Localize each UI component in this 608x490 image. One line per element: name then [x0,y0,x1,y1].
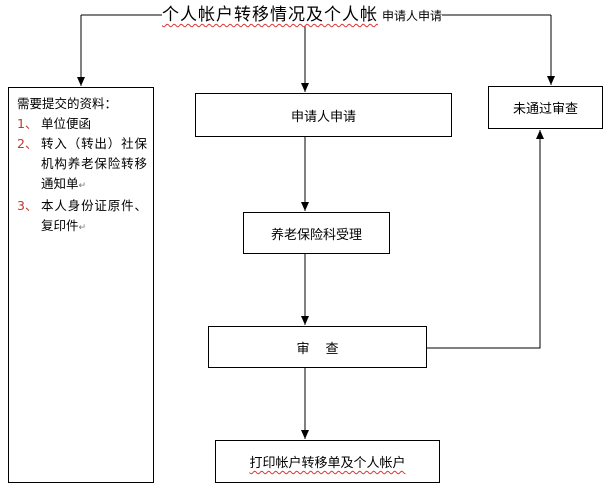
paragraph-mark: ↵ [78,181,87,191]
node-review-label: 审查 [296,341,355,357]
document-item: 2、 转入（转出）社保机构养老保险转移通知单↵ [17,134,147,196]
document-item: 1、 单位便函 [17,114,147,134]
node-fail-label: 未通过审查 [512,102,578,117]
node-print: 打印帐户转移单及个人帐户 [215,440,440,483]
node-review: 审查 [208,326,427,368]
paragraph-mark: ↵ [78,223,87,233]
document-item-number: 2、 [17,136,38,151]
document-item-text: 转入（转出）社保机构养老保险转移通知单 [41,136,147,191]
arrow-review-to-fail [427,130,544,349]
documents-heading: 需要提交的资料： [17,96,118,111]
node-fail: 未通过审查 [488,86,603,129]
node-apply-label: 申请人申请 [290,109,356,125]
diagram-title: 个人帐户转移情况及个人帐申请人申请 [162,4,443,26]
document-item-text: 本人身份证原件、复印件 [41,198,147,233]
document-item-number: 3、 [17,198,38,213]
title-main: 个人帐户转移情况及个人帐 [162,5,378,25]
node-accept-label: 养老保险科受理 [270,227,362,243]
documents-box: 需要提交的资料： 1、 单位便函 2、 转入（转出）社保机构养老保险转移通知单↵… [8,87,154,483]
document-item-number: 1、 [17,116,38,131]
node-accept: 养老保险科受理 [243,212,390,254]
document-item: 3、 本人身份证原件、复印件↵ [17,196,147,238]
document-item-text: 单位便函 [41,116,92,131]
title-tail: 申请人申请 [382,9,443,23]
node-apply: 申请人申请 [195,93,452,137]
node-print-label: 打印帐户转移单及个人帐户 [249,456,406,471]
